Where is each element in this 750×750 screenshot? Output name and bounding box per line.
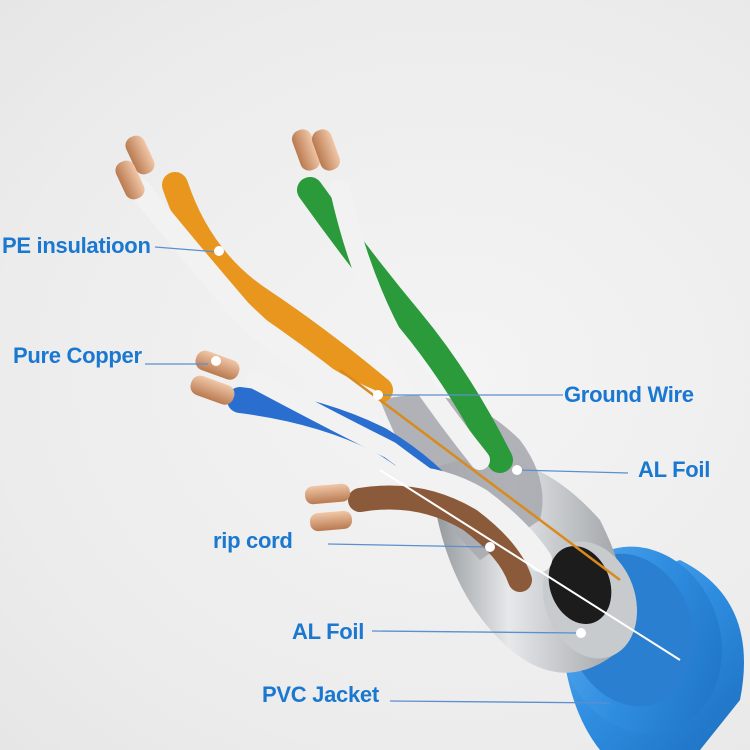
brown-pair xyxy=(304,465,552,592)
label-pure-copper: Pure Copper xyxy=(13,343,142,368)
label-rip-cord: rip cord xyxy=(213,528,293,553)
orange-pair xyxy=(115,135,393,411)
callout-dots xyxy=(211,246,586,638)
label-al-foil-pair: AL Foil xyxy=(638,457,711,482)
label-pvc-jacket: PVC Jacket xyxy=(262,682,379,707)
green-pair xyxy=(291,129,513,473)
label-pe-insulation: PE insulatioon xyxy=(2,233,151,258)
leader-lines xyxy=(145,246,629,704)
label-al-foil-overall: AL Foil xyxy=(292,619,365,644)
label-ground-wire: Ground Wire xyxy=(564,382,694,407)
